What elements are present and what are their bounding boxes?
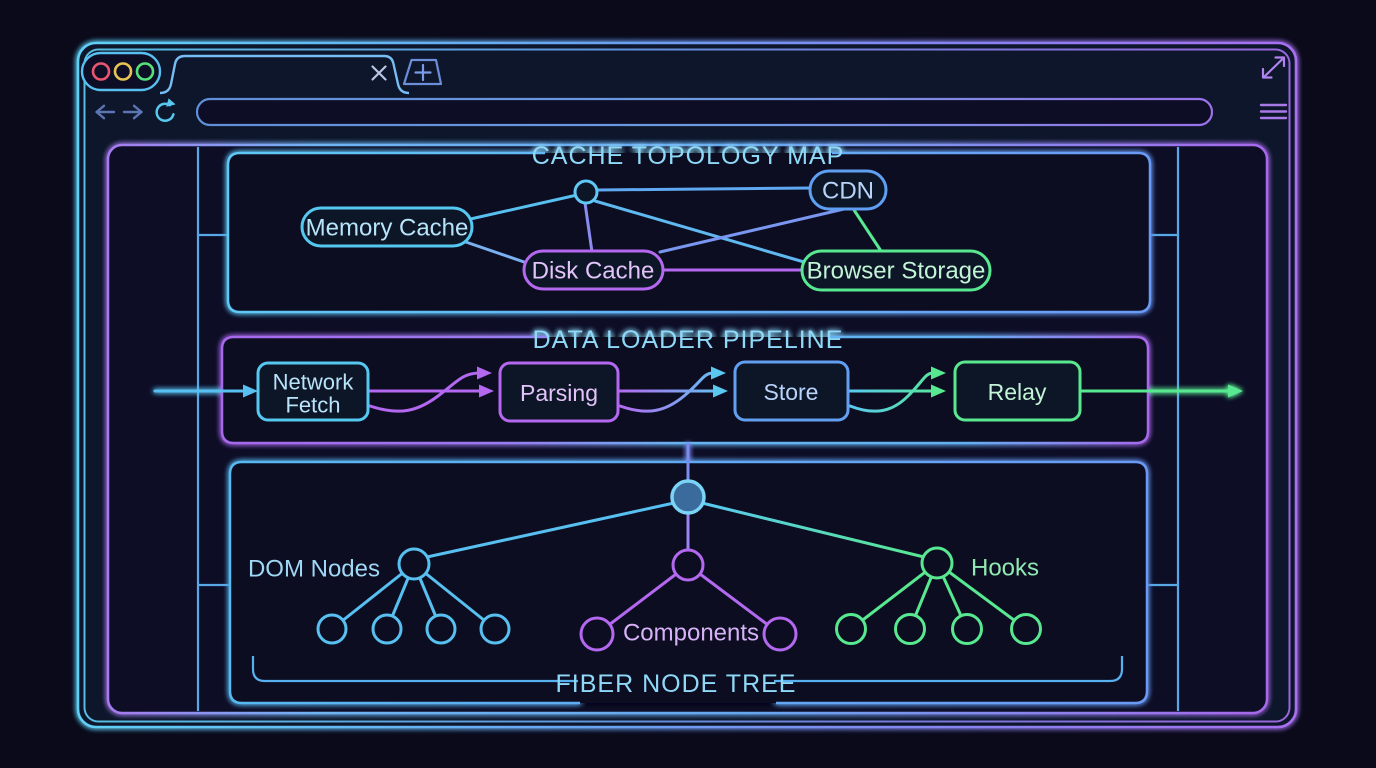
tree-leaf-node: [762, 616, 798, 652]
forward-button[interactable]: [122, 104, 143, 120]
dom-leaf-nodes: [316, 613, 511, 645]
refresh-button[interactable]: [155, 98, 176, 122]
network-fetch-label-line2: Fetch: [285, 393, 340, 418]
topology-hub-node: [573, 179, 599, 205]
back-button[interactable]: [95, 104, 116, 120]
store-label: Store: [764, 379, 819, 405]
data-loader-title: DATA LOADER PIPELINE: [533, 326, 844, 354]
tree-leaf-node: [425, 613, 457, 645]
topology-edges: [458, 186, 883, 272]
hooks-branch-node: [920, 546, 954, 580]
browser-storage-node: [800, 249, 992, 292]
pipeline-arrows: [153, 371, 1230, 413]
tree-leaf-node: [579, 616, 615, 652]
browser-storage-label: Browser Storage: [807, 258, 986, 285]
relay-box: [953, 360, 1082, 422]
new-tab-button[interactable]: [402, 58, 443, 86]
close-window-button[interactable]: [91, 62, 111, 81]
side-rails: [196, 147, 1180, 711]
tree-leaf-node: [894, 613, 926, 645]
tree-leaf-node: [371, 613, 403, 645]
components-branch-node: [671, 548, 705, 582]
disk-cache-label: Disk Cache: [532, 258, 655, 285]
memory-cache-node: [300, 206, 474, 248]
pipeline-arrowheads: [243, 366, 1243, 398]
tree-leaf-node: [316, 613, 348, 645]
components-label: Components: [623, 620, 759, 647]
fiber-tree-panel: FIBER NODE TREE: [228, 443, 1149, 705]
cache-topology-panel-border: [226, 151, 1152, 314]
hooks-label: Hooks: [971, 555, 1039, 582]
cache-topology-panel: CACHE TOPOLOGY MAP Memory Cache Disk Cac…: [226, 142, 1152, 314]
cdn-node: [808, 169, 888, 211]
disk-cache-node: [522, 249, 665, 291]
network-fetch-box: [256, 361, 370, 422]
parsing-label: Parsing: [520, 380, 598, 406]
dom-nodes-label: DOM Nodes: [248, 556, 380, 583]
tree-edges: [330, 501, 1028, 636]
tree-root-node: [670, 479, 706, 515]
tree-leaf-node: [1010, 613, 1042, 645]
expand-window-icon[interactable]: [1261, 56, 1286, 79]
data-loader-panel: DATA LOADER PIPELINE Network Fetch: [153, 326, 1243, 445]
address-bar[interactable]: [195, 97, 1214, 127]
browser-tab[interactable]: [159, 54, 410, 95]
parsing-box: [498, 361, 620, 423]
tree-leaf-node: [835, 613, 867, 645]
store-box: [733, 360, 850, 422]
memory-cache-label: Memory Cache: [306, 215, 469, 242]
menu-hamburger-icon[interactable]: [1259, 103, 1288, 120]
window-inner-border: [83, 48, 1291, 723]
components-leaf-nodes: [579, 616, 798, 652]
maximize-window-button[interactable]: [135, 62, 155, 81]
tree-leaf-node: [479, 613, 511, 645]
plus-icon: [414, 63, 432, 82]
relay-label: Relay: [988, 379, 1047, 405]
tab-close-icon[interactable]: [371, 65, 387, 81]
cache-topology-title: CACHE TOPOLOGY MAP: [532, 142, 845, 170]
network-fetch-label-line1: Network: [273, 370, 355, 395]
tree-leaf-node: [951, 613, 983, 645]
fiber-tree-inner-bracket: [251, 656, 1124, 683]
fiber-tree-title: FIBER NODE TREE: [556, 670, 797, 698]
data-loader-panel-border: [220, 335, 1150, 445]
cdn-label: CDN: [822, 178, 874, 205]
hooks-leaf-nodes: [835, 613, 1042, 645]
minimize-window-button[interactable]: [113, 62, 133, 81]
dom-branch-node: [397, 547, 431, 581]
